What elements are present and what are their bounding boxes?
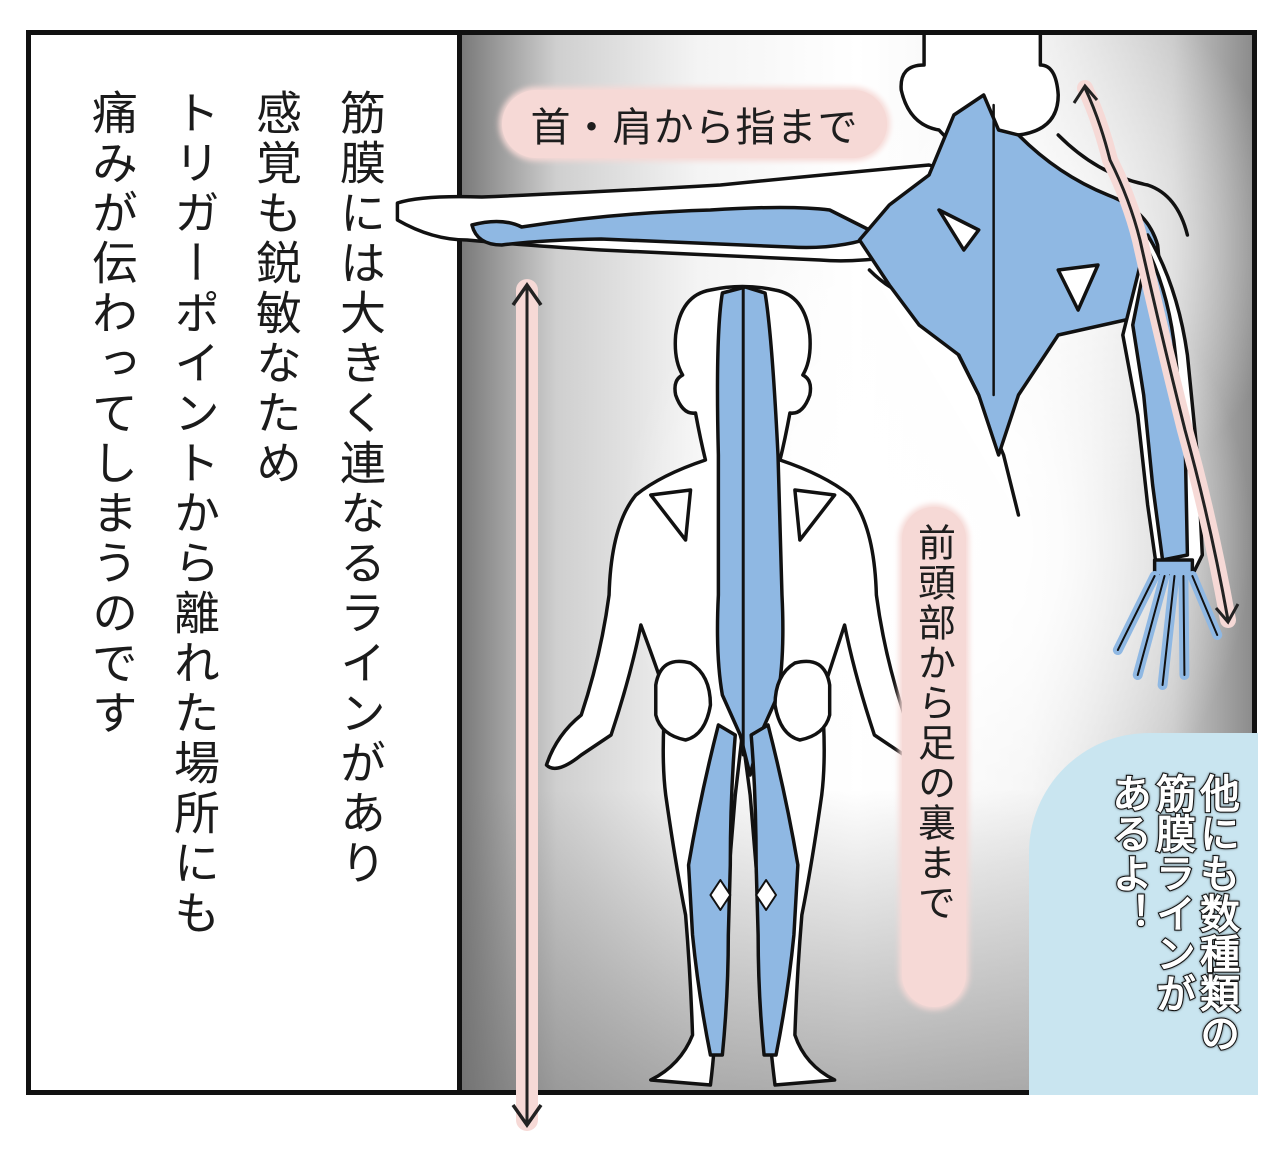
- speech-line-2: 筋膜ラインが: [1148, 772, 1196, 1014]
- narration-line-3: トリガーポイントから離れた場所にも: [167, 89, 221, 939]
- lower-figure-back-line: [544, 284, 941, 1087]
- comic-panel-frame: 筋膜には大きく連なるラインがあり 感覚も鋭敏なため トリガーポイントから離れた場…: [26, 30, 1258, 1095]
- speech-line-3: あるよ！: [1104, 772, 1152, 934]
- label-neck-shoulder-to-fingers: 首・肩から指まで: [502, 90, 887, 158]
- illustration-panel: 首・肩から指まで 前頭部から足の裏まで 他にも数種類の 筋膜ラインが あるよ！: [395, 33, 1258, 1095]
- speech-balloon: 他にも数種類の 筋膜ラインが あるよ！: [1029, 733, 1258, 1095]
- narration-panel: 筋膜には大きく連なるラインがあり 感覚も鋭敏なため トリガーポイントから離れた場…: [31, 35, 462, 1090]
- narration-line-4: 痛みが伝わってしまうのです: [85, 89, 139, 739]
- narration-line-1: 筋膜には大きく連なるラインがあり: [333, 89, 387, 889]
- narration-line-2: 感覚も鋭敏なため: [249, 89, 303, 489]
- label-forehead-to-sole: 前頭部から足の裏まで: [902, 507, 966, 1007]
- speech-line-1: 他にも数種類の: [1192, 772, 1240, 1054]
- speech-balloon-text: 他にも数種類の 筋膜ラインが あるよ！: [1104, 772, 1240, 1054]
